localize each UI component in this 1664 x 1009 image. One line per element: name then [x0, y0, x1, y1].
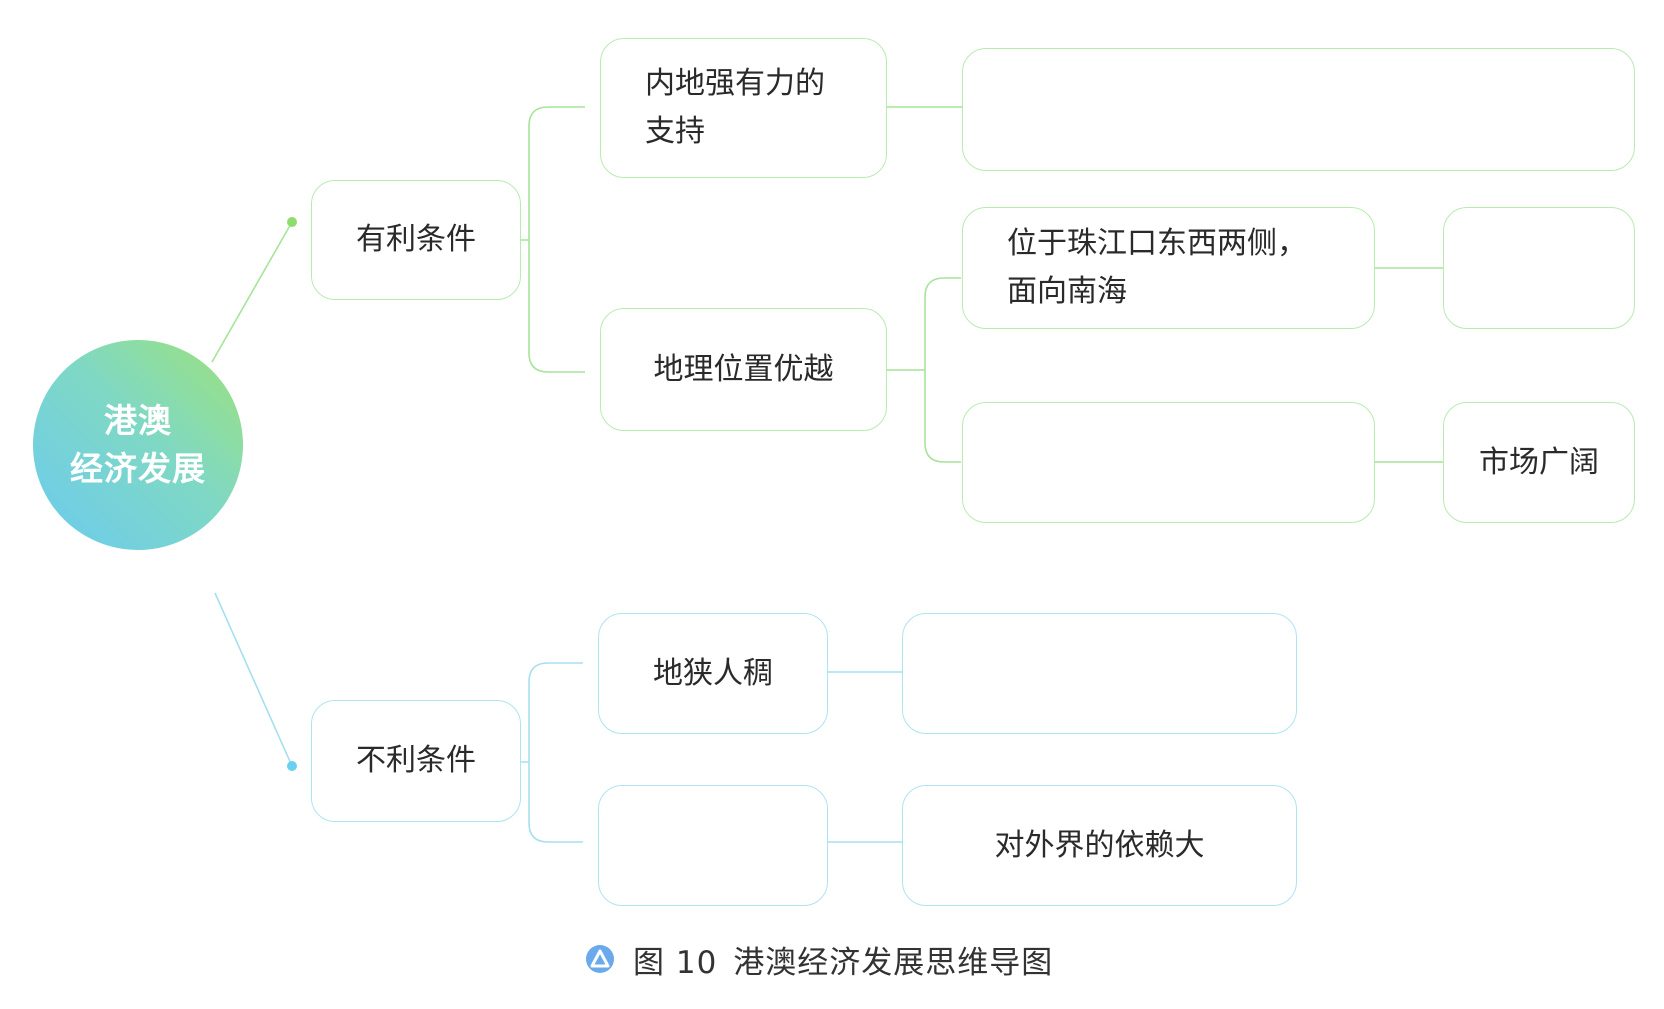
node-support-detail	[962, 48, 1635, 171]
node-pearl-river: 位于珠江口东西两侧， 面向南海	[962, 207, 1375, 329]
node-support-label: 内地强有力的 支持	[645, 66, 825, 149]
node-location-label: 地理位置优越	[653, 351, 834, 387]
node-unfavorable-label: 不利条件	[356, 743, 476, 778]
root-node: 港澳 经济发展	[33, 340, 243, 550]
node-market-label: 市场广阔	[1479, 444, 1599, 480]
node-pearl-result	[1443, 207, 1635, 329]
figure-number: 图 10	[633, 944, 718, 981]
node-favorable-label: 有利条件	[356, 222, 476, 257]
node-land: 地狭人稠	[598, 613, 828, 734]
node-dependence-cause	[598, 785, 828, 906]
root-label-line2: 经济发展	[70, 449, 206, 488]
node-dependence-label: 对外界的依赖大	[994, 827, 1205, 863]
node-unfavorable: 不利条件	[311, 700, 521, 822]
triangle-icon	[586, 945, 614, 973]
node-land-detail	[902, 613, 1297, 734]
node-land-label: 地狭人稠	[653, 655, 773, 691]
node-location: 地理位置优越	[600, 308, 887, 431]
node-market: 市场广阔	[1443, 402, 1635, 523]
node-dependence: 对外界的依赖大	[902, 785, 1297, 906]
figure-caption: 图 10 港澳经济发展思维导图	[585, 936, 1053, 982]
node-market-cause	[962, 402, 1375, 523]
node-favorable: 有利条件	[311, 180, 521, 300]
figure-title: 港澳经济发展思维导图	[733, 944, 1054, 981]
node-pearl-river-label: 位于珠江口东西两侧， 面向南海	[1007, 226, 1307, 309]
node-support: 内地强有力的 支持	[600, 38, 887, 178]
root-label-line1: 港澳	[104, 401, 172, 440]
